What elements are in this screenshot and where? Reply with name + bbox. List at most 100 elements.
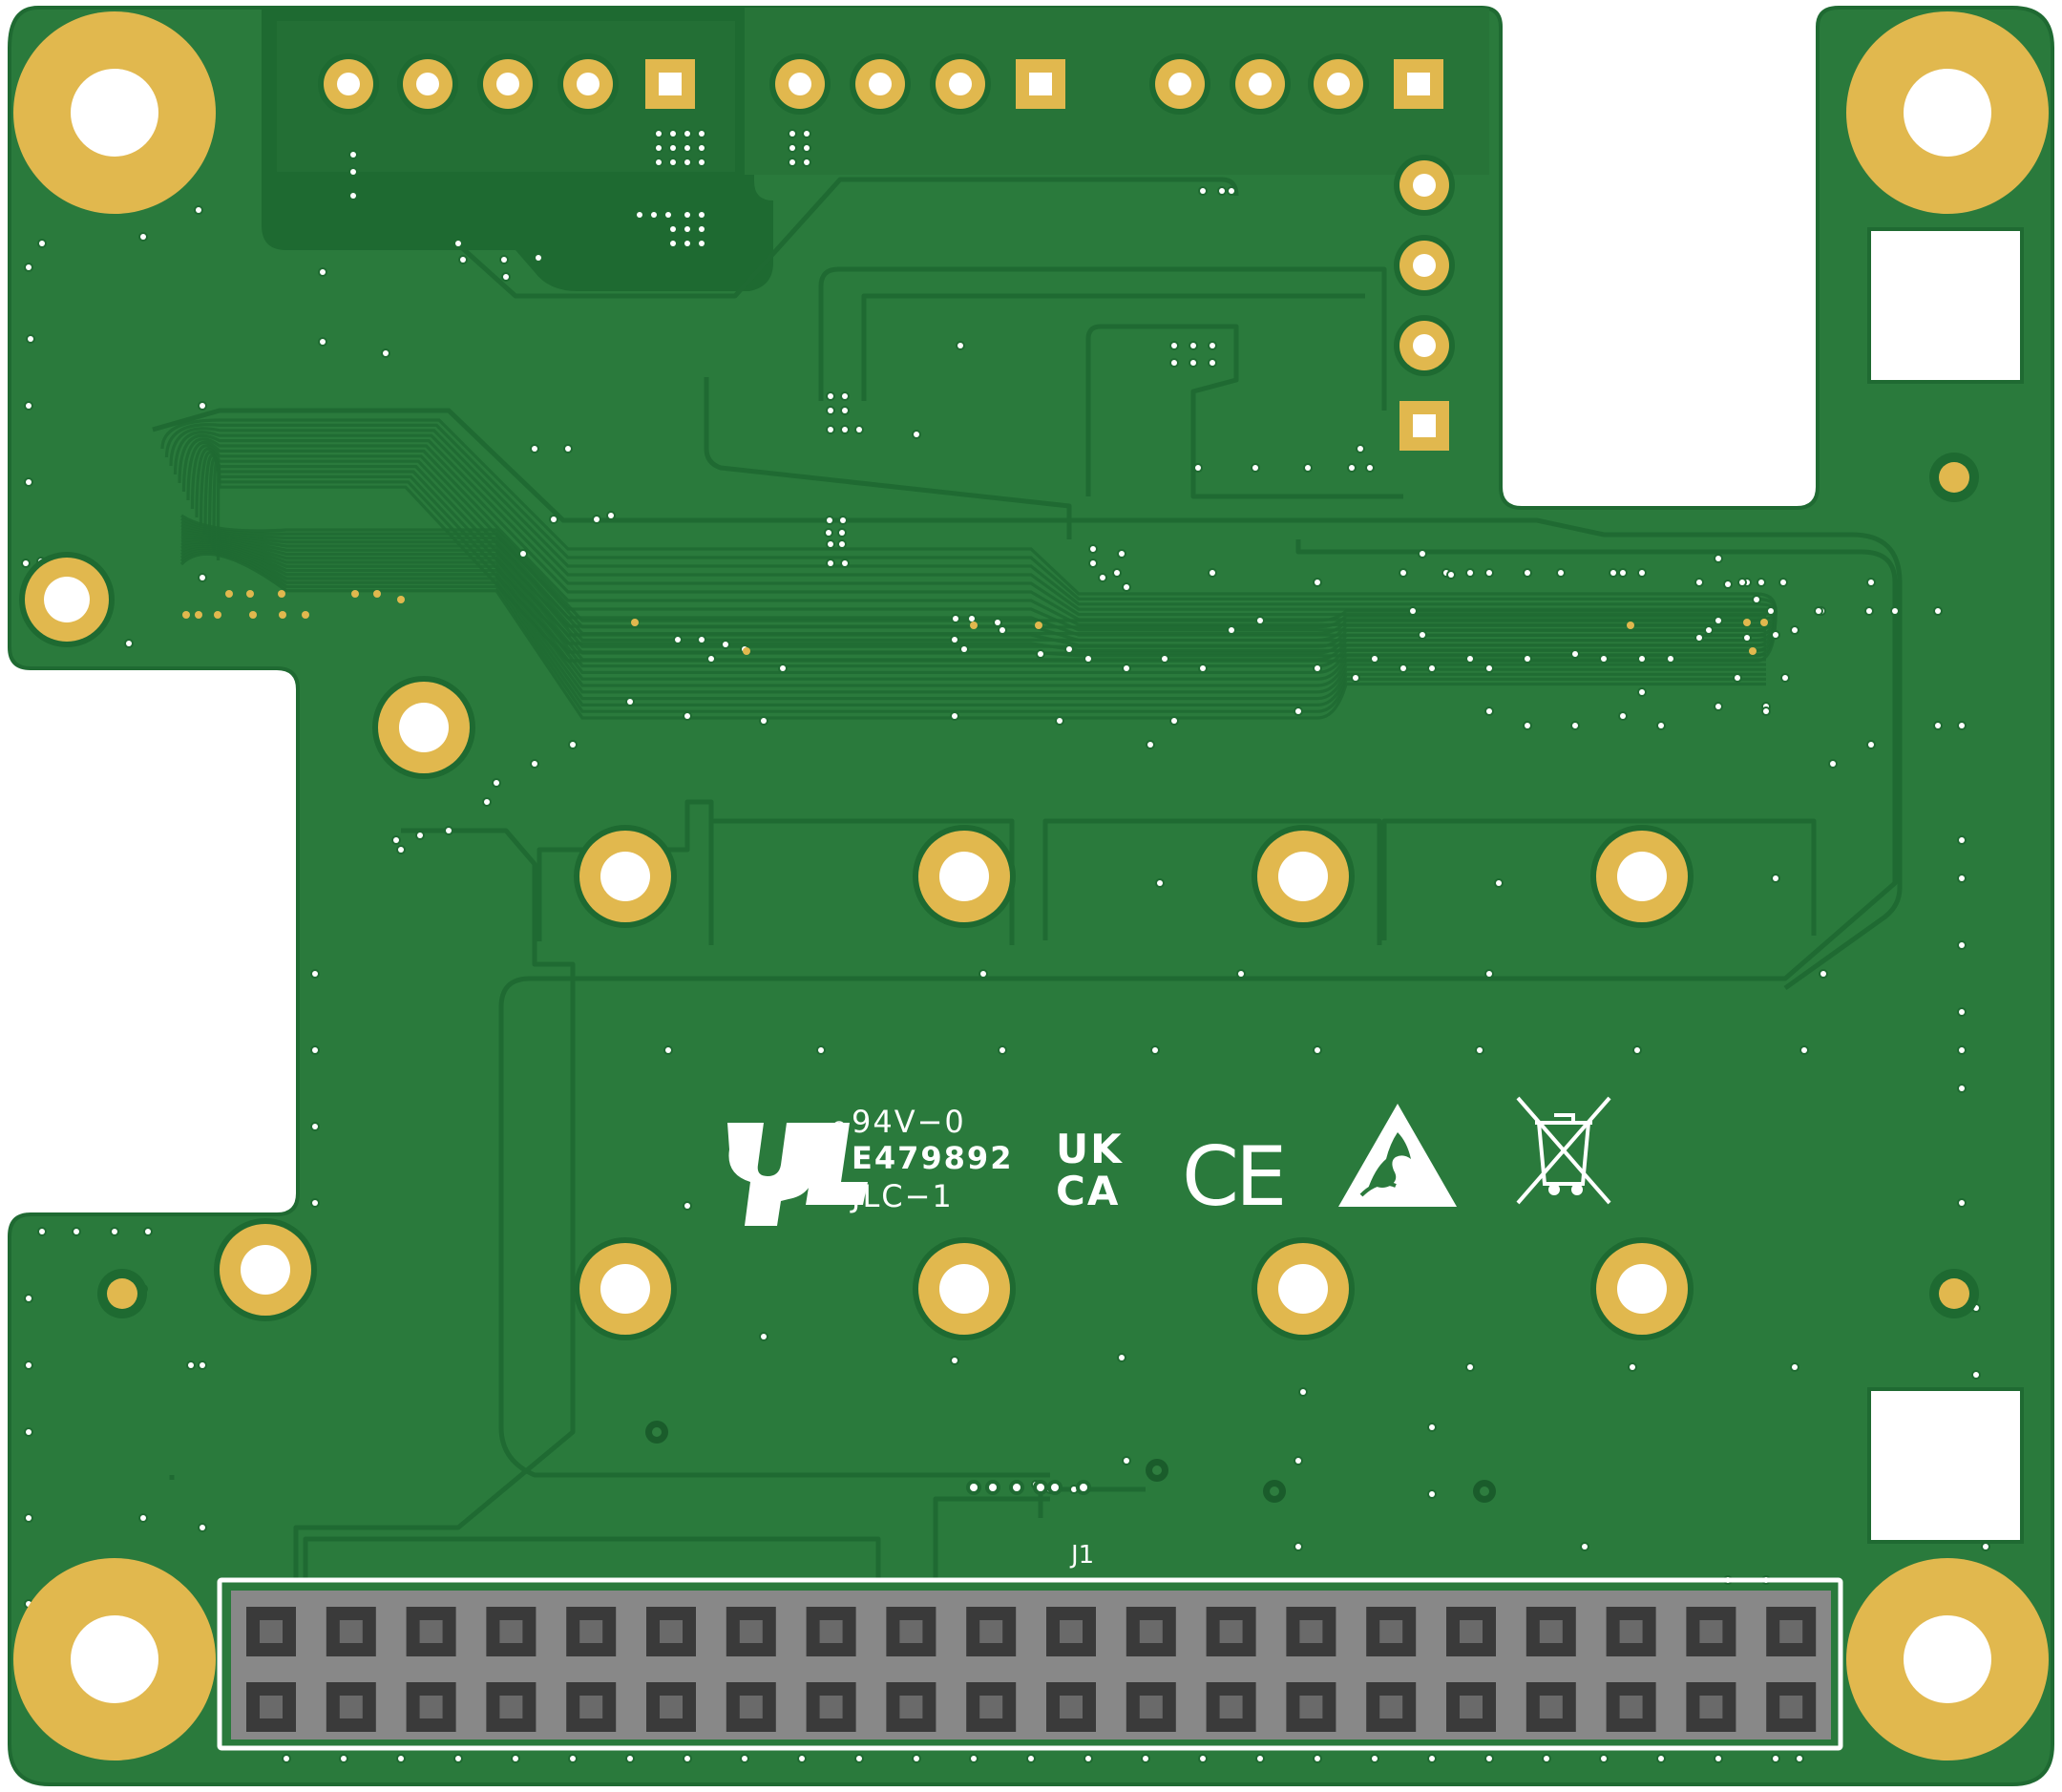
via xyxy=(536,255,541,261)
via xyxy=(856,1756,862,1761)
via xyxy=(1190,360,1196,366)
via xyxy=(699,159,705,165)
via xyxy=(1973,1372,1979,1378)
signal-trace xyxy=(169,427,1778,612)
via xyxy=(1157,880,1163,886)
mounting-hole xyxy=(71,1615,158,1703)
smd-dot xyxy=(351,590,359,598)
via xyxy=(684,1203,690,1209)
via xyxy=(842,408,848,413)
via xyxy=(1171,343,1177,348)
via xyxy=(26,264,32,270)
via xyxy=(1429,1424,1435,1430)
smd-dot xyxy=(214,611,221,619)
signal-trace xyxy=(164,423,1778,612)
via xyxy=(1448,572,1454,578)
ce-mark-icon: CE xyxy=(1182,1129,1283,1225)
via xyxy=(26,1362,32,1368)
via xyxy=(842,560,848,566)
signal-trace xyxy=(180,546,1766,701)
via xyxy=(789,145,795,151)
header-reference-label: J1 xyxy=(1069,1541,1094,1570)
via xyxy=(513,1756,518,1761)
header-pin xyxy=(1539,1620,1563,1643)
signal-trace xyxy=(180,514,1766,622)
via xyxy=(627,699,633,705)
board-cutout xyxy=(1867,227,2024,384)
via xyxy=(957,343,963,348)
via xyxy=(799,1756,805,1761)
board-cutouts xyxy=(1867,227,2024,1544)
via xyxy=(1582,1544,1588,1550)
via xyxy=(1090,560,1096,566)
via xyxy=(1066,646,1072,652)
via xyxy=(1959,723,1965,728)
via xyxy=(1696,635,1702,641)
header-pin xyxy=(819,1696,843,1718)
via xyxy=(312,1200,318,1206)
via xyxy=(320,269,326,275)
power-trace xyxy=(861,293,1365,401)
signal-trace xyxy=(180,544,1766,694)
signal-trace xyxy=(180,533,1766,662)
tented-via-core xyxy=(1480,1486,1489,1496)
via xyxy=(1868,742,1874,748)
via xyxy=(684,212,690,218)
via xyxy=(1315,665,1320,671)
connector-pad-hole xyxy=(949,73,972,95)
via xyxy=(1735,675,1740,681)
ukca-mark-icon: UK CA xyxy=(1056,1126,1122,1214)
via xyxy=(1200,665,1206,671)
via xyxy=(699,212,705,218)
via xyxy=(1620,570,1626,576)
via xyxy=(1162,656,1168,662)
via xyxy=(1959,875,1965,881)
via xyxy=(200,575,205,580)
via xyxy=(284,1756,289,1761)
via xyxy=(1467,656,1473,662)
via xyxy=(1816,608,1821,614)
via xyxy=(1758,580,1764,585)
via xyxy=(383,350,389,356)
header-pin xyxy=(1219,1620,1243,1643)
via xyxy=(1190,343,1196,348)
via xyxy=(460,257,466,263)
header-pin xyxy=(260,1620,283,1643)
via xyxy=(1119,551,1125,557)
via xyxy=(1935,608,1941,614)
via xyxy=(1210,343,1215,348)
esd-warning-icon xyxy=(1338,1104,1457,1207)
header-pin xyxy=(979,1620,1003,1643)
via xyxy=(699,637,705,643)
via xyxy=(446,828,452,833)
signal-trace xyxy=(180,517,1766,629)
via xyxy=(1630,1364,1635,1370)
connector-pad-hole xyxy=(789,73,811,95)
via xyxy=(520,551,526,557)
via xyxy=(1143,1756,1148,1761)
via xyxy=(1080,1484,1087,1491)
via xyxy=(789,131,795,137)
via xyxy=(1124,1458,1129,1464)
via xyxy=(970,1484,978,1491)
via xyxy=(961,646,967,652)
via xyxy=(1959,1009,1965,1015)
header-pin xyxy=(739,1620,763,1643)
mounting-hole xyxy=(1904,1615,1991,1703)
signal-trace xyxy=(195,447,1778,637)
fiducial-pad xyxy=(1939,1278,1969,1309)
via xyxy=(1195,465,1201,471)
via xyxy=(1739,580,1745,585)
via xyxy=(1295,1544,1301,1550)
via xyxy=(1124,584,1129,590)
via xyxy=(1792,627,1798,633)
via xyxy=(1257,618,1263,623)
via xyxy=(1773,632,1778,638)
via xyxy=(789,159,795,165)
via xyxy=(953,616,958,622)
via xyxy=(1119,1355,1125,1360)
via xyxy=(1773,875,1778,881)
via xyxy=(1959,942,1965,948)
via xyxy=(39,241,45,246)
